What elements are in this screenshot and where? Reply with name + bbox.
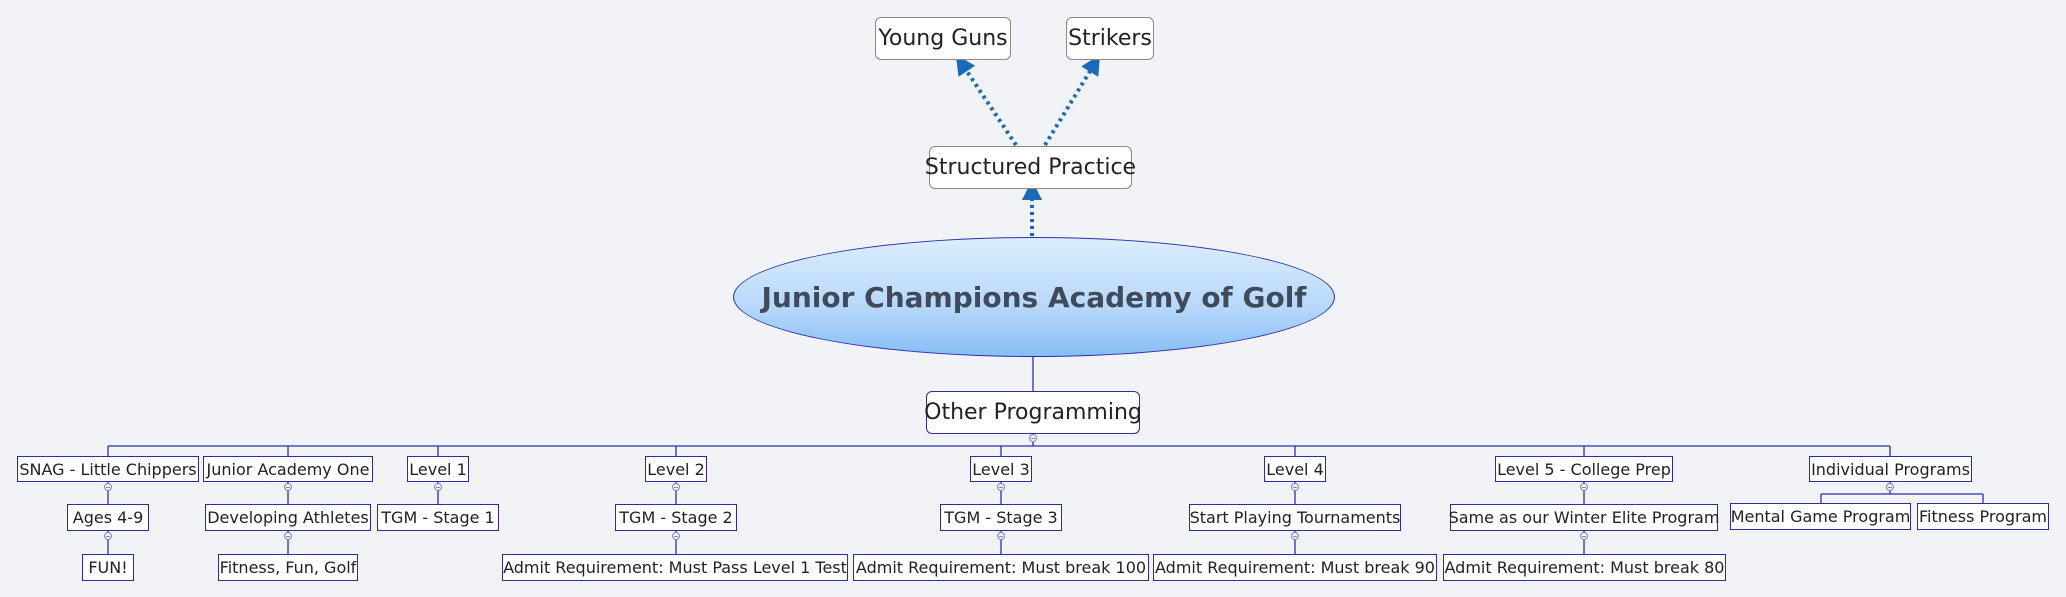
node-tgm-stage-2[interactable]: TGM - Stage 2 (615, 504, 737, 531)
collapse-tgm-stage-2-icon[interactable] (672, 532, 680, 540)
collapse-tgm-stage-3-icon[interactable] (997, 532, 1005, 540)
node-tgm-stage-1[interactable]: TGM - Stage 1 (377, 504, 499, 531)
node-same-as-winter-elite[interactable]: Same as our Winter Elite Program (1449, 504, 1719, 531)
node-admit-break-90[interactable]: Admit Requirement: Must break 90 (1153, 554, 1437, 581)
arrow-structured-to-strikers (1043, 54, 1101, 147)
collapse-developing-athletes-icon[interactable] (284, 532, 292, 540)
central-topic[interactable]: Junior Champions Academy of Golf (733, 237, 1335, 357)
branch-level-3[interactable]: Level 3 (970, 456, 1032, 482)
collapse-same-as-winter-icon[interactable] (1580, 532, 1588, 540)
collapse-junior-academy-icon[interactable] (284, 483, 292, 491)
node-mental-game-program[interactable]: Mental Game Program (1730, 503, 1911, 530)
node-admit-level-1-test[interactable]: Admit Requirement: Must Pass Level 1 Tes… (502, 554, 848, 581)
node-structured-practice[interactable]: Structured Practice (925, 146, 1136, 189)
collapse-snag-icon[interactable] (104, 483, 112, 491)
collapse-level-3-icon[interactable] (997, 483, 1005, 491)
node-ages-4-9[interactable]: Ages 4-9 (67, 504, 149, 531)
node-fitness-program[interactable]: Fitness Program (1917, 503, 2049, 530)
arrow-structured-to-young-guns (955, 54, 1018, 147)
node-fitness-fun-golf[interactable]: Fitness, Fun, Golf (218, 554, 358, 581)
node-young-guns[interactable]: Young Guns (875, 17, 1011, 60)
collapse-start-playing-icon[interactable] (1291, 532, 1299, 540)
collapse-ages-icon[interactable] (104, 532, 112, 540)
branch-level-4[interactable]: Level 4 (1264, 456, 1326, 482)
node-other-programming[interactable]: Other Programming (924, 391, 1142, 434)
node-admit-break-80[interactable]: Admit Requirement: Must break 80 (1443, 554, 1726, 581)
collapse-level-5-icon[interactable] (1580, 483, 1588, 491)
node-fun[interactable]: FUN! (82, 554, 134, 581)
node-start-playing-tournaments[interactable]: Start Playing Tournaments (1189, 504, 1401, 531)
collapse-individual-programs-icon[interactable] (1886, 483, 1894, 491)
collapse-level-1-icon[interactable] (434, 483, 442, 491)
branch-level-5[interactable]: Level 5 - College Prep (1495, 456, 1673, 482)
branch-individual-programs[interactable]: Individual Programs (1809, 456, 1972, 482)
branch-level-1[interactable]: Level 1 (407, 456, 469, 482)
node-tgm-stage-3[interactable]: TGM - Stage 3 (940, 504, 1062, 531)
collapse-level-2-icon[interactable] (672, 483, 680, 491)
branch-junior-academy-one[interactable]: Junior Academy One (203, 456, 373, 482)
branch-snag[interactable]: SNAG - Little Chippers (17, 456, 199, 482)
node-strikers[interactable]: Strikers (1066, 17, 1154, 60)
branch-level-2[interactable]: Level 2 (645, 456, 707, 482)
node-developing-athletes[interactable]: Developing Athletes (205, 504, 371, 531)
collapse-other-programming-icon[interactable] (1029, 434, 1037, 442)
collapse-level-4-icon[interactable] (1291, 483, 1299, 491)
node-admit-break-100[interactable]: Admit Requirement: Must break 100 (853, 554, 1149, 581)
